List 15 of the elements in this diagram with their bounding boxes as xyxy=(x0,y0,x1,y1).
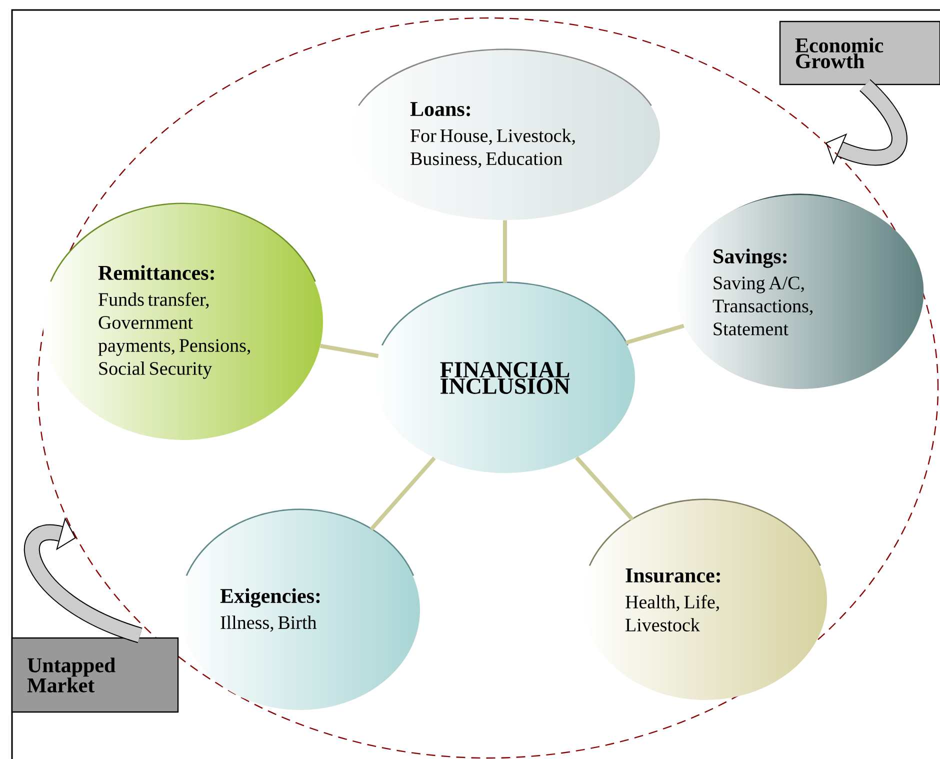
label-box: Economic Growth xyxy=(779,20,940,86)
connector-line xyxy=(625,324,684,345)
curved-arrow xyxy=(24,517,143,643)
center-bubble: FINANCIAL INCLUSION xyxy=(375,282,635,473)
curved-arrow xyxy=(826,79,908,166)
connector-line xyxy=(320,344,379,358)
service-bubble: Remittances: Funds transfer, Government payments, Pensions, Social Security xyxy=(43,202,323,440)
service-bubble: Loans: For House, Livestock, Business, Education xyxy=(350,48,660,220)
connector-line xyxy=(503,220,507,283)
service-bubble: Insurance: Health, Life, Livestock xyxy=(583,498,827,700)
service-bubble: Exigencies: Illness, Birth xyxy=(180,508,420,710)
connector-line xyxy=(575,456,634,521)
service-bubble: Savings: Saving A/C, Transactions, Statement xyxy=(676,194,924,389)
connector-line xyxy=(370,456,436,531)
label-box: Untapped Market xyxy=(11,637,179,713)
